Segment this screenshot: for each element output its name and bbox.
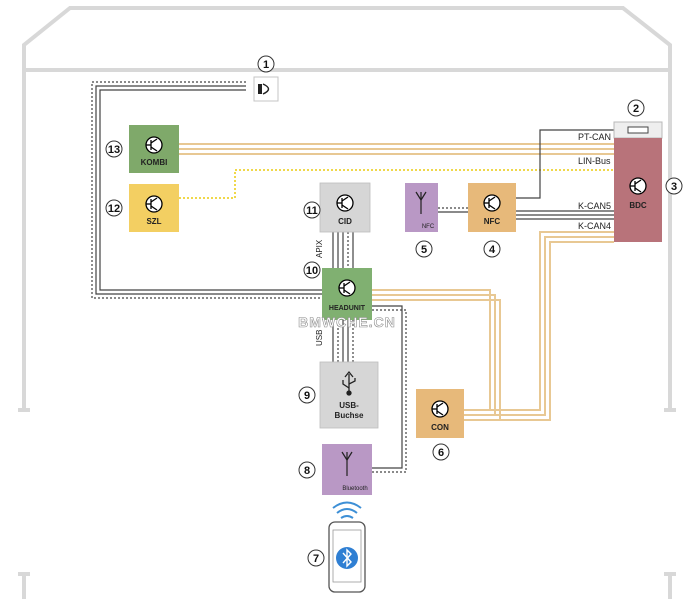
- con-module: CON: [416, 389, 464, 438]
- callout-13: 13: [108, 144, 120, 156]
- callout-3: 3: [671, 181, 677, 193]
- kombi-label: KOMBI: [141, 158, 168, 167]
- bus-label-lin-bus: LIN-Bus: [578, 156, 611, 166]
- callout-2: 2: [633, 103, 639, 115]
- transistor-icon: [338, 279, 356, 297]
- antenna-icon: [415, 191, 427, 214]
- con-label: CON: [431, 423, 449, 432]
- bdc-label: BDC: [629, 201, 647, 210]
- cid-module: CID: [319, 182, 371, 233]
- antenna-icon: [341, 451, 353, 476]
- wiring: [91, 81, 614, 473]
- usb-socket-module: USB- Buchse: [319, 361, 379, 429]
- nfc-antenna-label: NFC: [422, 224, 435, 230]
- bus-label-apix: APIX: [315, 239, 324, 258]
- nfc-module: NFC: [468, 183, 516, 232]
- transistor-icon: [145, 136, 163, 154]
- kombi-module: KOMBI: [129, 125, 179, 173]
- szl-label: SZL: [146, 217, 161, 226]
- nfc-label: NFC: [484, 217, 501, 226]
- bus-label-usb: USB: [315, 330, 324, 346]
- headunit-module: HEADUNIT: [322, 268, 372, 320]
- microphone: [253, 76, 279, 102]
- wifi-icon: [332, 501, 362, 519]
- callout-1: 1: [263, 59, 269, 71]
- transistor-icon: [431, 400, 449, 418]
- usb-label-line2: Buchse: [335, 411, 364, 420]
- transistor-icon: [629, 177, 647, 195]
- usb-label-line1: USB-: [339, 401, 359, 410]
- bluetooth-antenna-module: Bluetooth: [322, 444, 372, 495]
- szl-module: SZL: [129, 184, 179, 232]
- smartphone: [328, 501, 366, 593]
- callout-12: 12: [108, 203, 120, 215]
- number-callouts: [105, 55, 683, 567]
- watermark: BMWCHE.CN: [298, 314, 396, 330]
- car-outline: [18, 6, 676, 599]
- cid-label: CID: [338, 217, 352, 226]
- transistor-icon: [145, 195, 163, 213]
- bus-label-pt-can: PT-CAN: [578, 132, 611, 142]
- callout-5: 5: [421, 244, 427, 256]
- bus-label-k-can4: K-CAN4: [578, 221, 611, 231]
- callout-11: 11: [306, 205, 318, 217]
- callout-7: 7: [313, 553, 319, 565]
- callout-10: 10: [306, 265, 318, 277]
- bluetooth-label: Bluetooth: [342, 486, 367, 492]
- callout-9: 9: [304, 390, 310, 402]
- headunit-label: HEADUNIT: [329, 305, 366, 312]
- bdc-module: BDC: [614, 138, 662, 242]
- nfc-antenna-module: NFC: [405, 183, 438, 232]
- callout-4: 4: [489, 244, 496, 256]
- bus-label-k-can5: K-CAN5: [578, 201, 611, 211]
- callout-8: 8: [304, 465, 310, 477]
- transistor-icon: [336, 194, 354, 212]
- transistor-icon: [483, 194, 501, 212]
- callout-6: 6: [438, 447, 444, 459]
- fuse-box: [613, 121, 663, 139]
- usb-icon: [342, 370, 356, 396]
